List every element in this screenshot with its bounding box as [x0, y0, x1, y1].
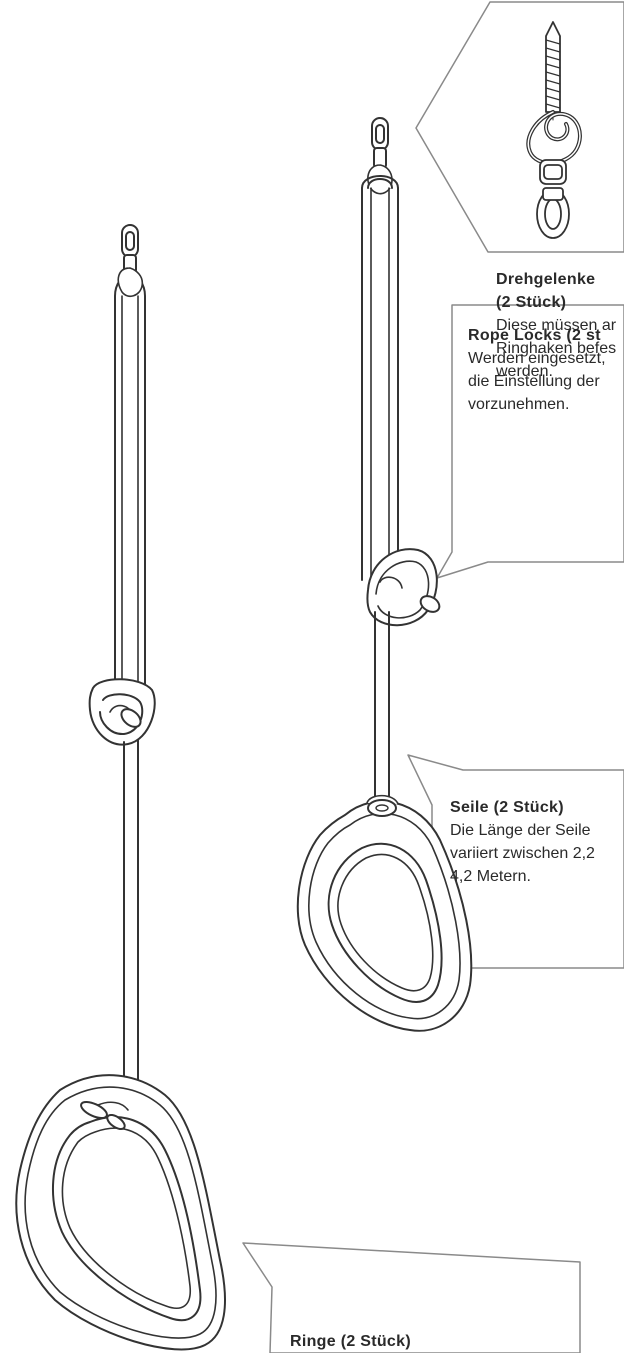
ropelock-desc-line1: Werden eingesetzt, — [468, 347, 606, 370]
callout-swivel-box — [416, 2, 624, 252]
ropes-desc-line3: 4,2 Metern. — [450, 865, 595, 888]
swivel-title-line1: Drehgelenke — [496, 268, 616, 291]
rings-title: Ringe (2 Stück) — [290, 1330, 411, 1353]
ropelock-desc-line2: die Einstellung der — [468, 370, 606, 393]
ropes-desc-line1: Die Länge der Seile — [450, 819, 595, 842]
swivel-title-line2: (2 Stück) — [496, 291, 616, 314]
callout-ropelock-label: Rope Locks (2 st Werden eingesetzt, die … — [468, 324, 606, 416]
ropelock-title: Rope Locks (2 st — [468, 324, 606, 347]
callout-rings-label: Ringe (2 Stück) — [290, 1330, 411, 1353]
callout-ropes-label: Seile (2 Stück) Die Länge der Seile vari… — [450, 796, 595, 888]
ropelock-desc-line3: vorzunehmen. — [468, 393, 606, 416]
ropes-title: Seile (2 Stück) — [450, 796, 595, 819]
left-ring-assembly — [16, 225, 225, 1349]
ropes-desc-line2: variiert zwischen 2,2 — [450, 842, 595, 865]
